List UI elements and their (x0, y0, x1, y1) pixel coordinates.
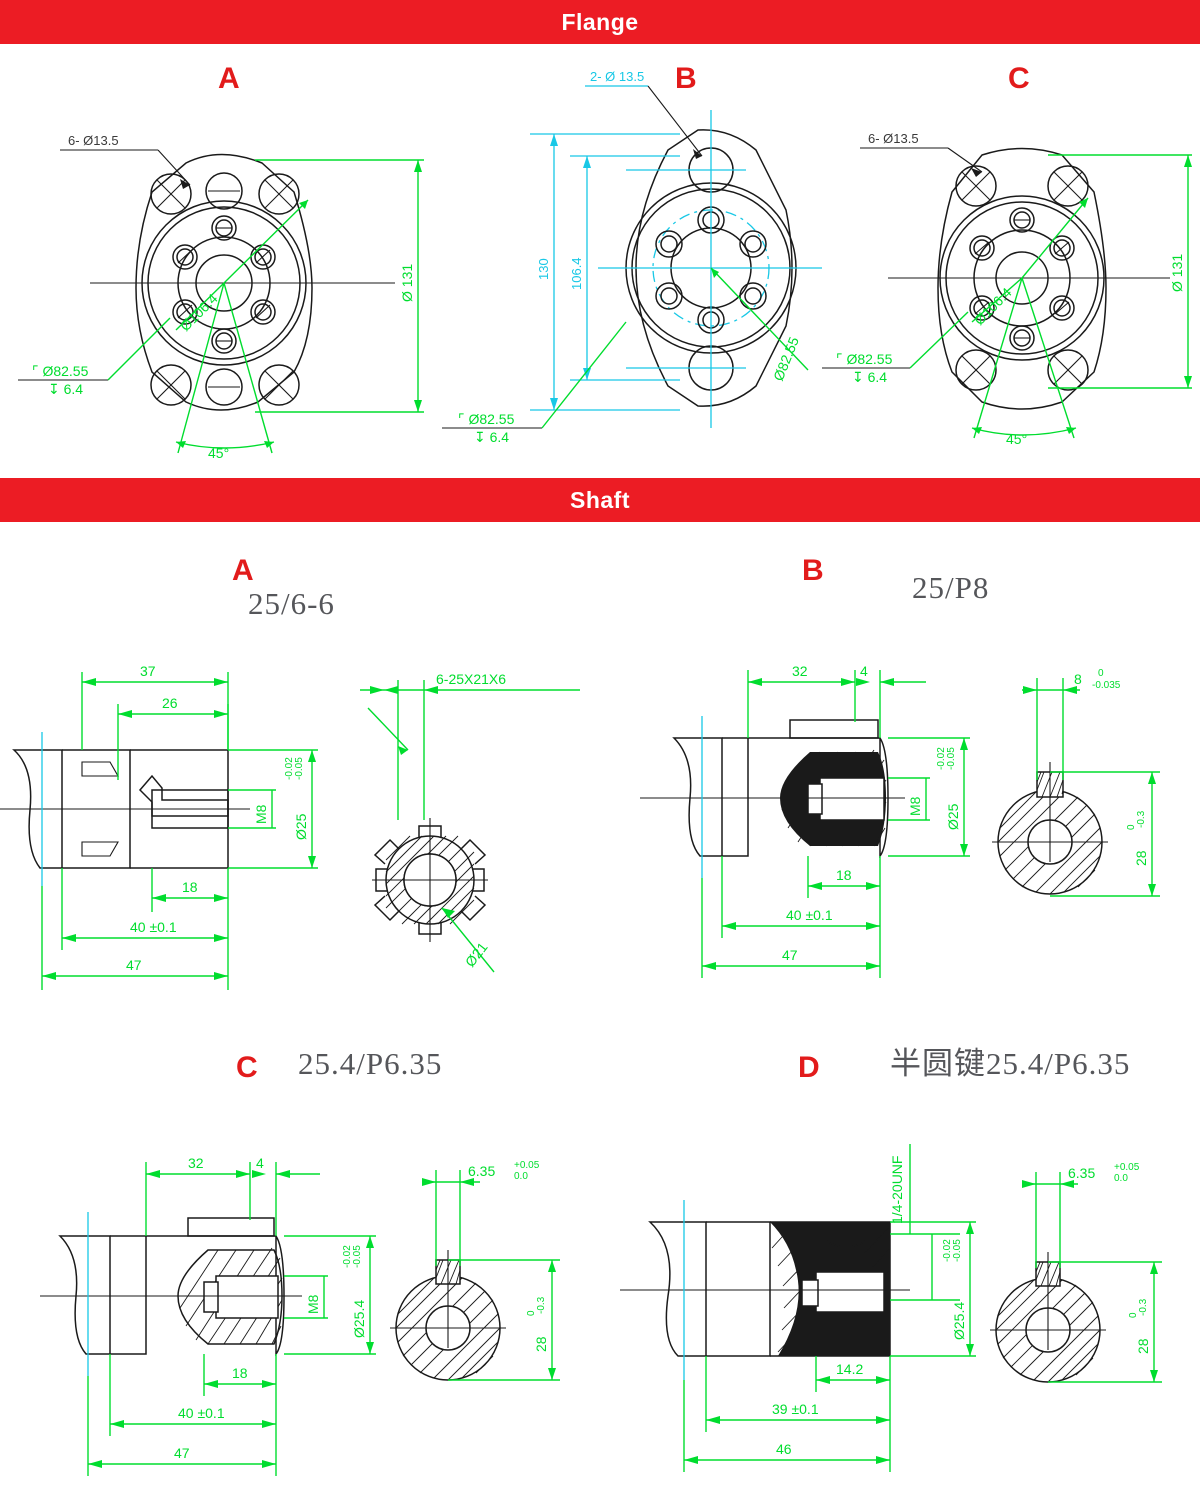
flange-a-outer-dia-label: Ø 131 (399, 264, 415, 302)
shaft-c-dim-40: 40 ±0.1 (178, 1405, 225, 1421)
shaft-b-thread-label: M8 (907, 796, 923, 816)
shaft-c-key-width: 6.35 (468, 1163, 495, 1179)
flange-c-letter: C (1008, 62, 1030, 95)
flange-variant-b: B 2- Ø 13.5 (430, 50, 830, 470)
shaft-a-dim-18: 18 (182, 879, 198, 895)
shaft-a-drawing: 37 26 M8 Ø25 -0.02 -0.05 18 40 ±0.1 47 (0, 663, 580, 990)
flange-variant-c: C (810, 50, 1200, 470)
shaft-b-key-height: 28 (1133, 850, 1149, 866)
section-header-shaft: Shaft (0, 478, 1200, 522)
flange-a-letter: A (218, 62, 240, 95)
shaft-c-dim-32: 32 (188, 1155, 204, 1171)
shaft-a-spline-label: 6-25X21X6 (436, 671, 506, 687)
shaft-d-letter: D (798, 1051, 820, 1084)
shaft-d-code: 半圆键25.4/P6.35 (890, 1046, 1131, 1081)
shaft-b-dia-label: Ø25 (945, 803, 961, 830)
shaft-a-minor-dia-label: Ø21 (462, 939, 491, 970)
shaft-variant-b: 32 4 M8 Ø25 -0.02 -0.05 18 40 ±0.1 47 (640, 650, 1200, 1020)
section-title-shaft: Shaft (570, 486, 630, 513)
shaft-c-dia-tol-upper: -0.02 (342, 1245, 353, 1268)
shaft-b-dim-32: 32 (792, 663, 808, 679)
section-title-flange: Flange (561, 8, 639, 35)
shaft-d-dia-tol-upper: -0.02 (942, 1239, 953, 1262)
shaft-d-key-tol-upper: +0.05 (1114, 1162, 1140, 1173)
shaft-c-key-height: 28 (533, 1336, 549, 1352)
shaft-b-key-h-tol-lower: -0.3 (1136, 810, 1147, 828)
shaft-b-key-tol-upper: 0 (1098, 668, 1104, 679)
shaft-b-drawing: 32 4 M8 Ø25 -0.02 -0.05 18 40 ±0.1 47 (640, 663, 1160, 978)
shaft-b-dim-47: 47 (782, 947, 798, 963)
shaft-c-thread-label: M8 (305, 1294, 321, 1314)
shaft-c-key-h-tol-lower: -0.3 (536, 1296, 547, 1314)
flange-c-counterbore-label: ⌜ Ø82.55 (836, 351, 893, 367)
shaft-b-letter: B (802, 554, 824, 587)
flange-c-depth-label: ↧ 6.4 (852, 369, 887, 385)
shaft-d-key-width: 6.35 (1068, 1165, 1095, 1181)
shaft-a-dim-26: 26 (162, 695, 178, 711)
shaft-d-dim-46: 46 (776, 1441, 792, 1457)
shaft-b-dim-18: 18 (836, 867, 852, 883)
shaft-variant-a: 37 26 M8 Ø25 -0.02 -0.05 18 40 ±0.1 47 (0, 650, 620, 1020)
shaft-c-dim-18: 18 (232, 1365, 248, 1381)
flange-b-letter: B (675, 62, 697, 95)
shaft-b-key-tol-lower: -0.035 (1092, 680, 1121, 691)
flange-b-drawing: 2- Ø 13.5 130 106.4 ⌜ Ø82.55 ↧ 6.4 Ø82.5… (442, 69, 822, 445)
flange-c-holes-label: 6- Ø13.5 (868, 131, 919, 146)
flange-a-counterbore-label: ⌜ Ø82.55 (32, 363, 89, 379)
shaft-d-key-h-tol-lower: -0.3 (1138, 1298, 1149, 1316)
shaft-c-dia-tol-lower: -0.05 (352, 1245, 363, 1268)
shaft-a-dia-tol-upper: -0.02 (284, 757, 295, 780)
shaft-a-thread-label: M8 (253, 804, 269, 824)
flange-c-angle-label: 45° (1006, 431, 1027, 447)
flange-b-bolt-circle-label: 106.4 (569, 257, 584, 290)
shaft-b-dia-tol-lower: -0.05 (946, 747, 957, 770)
shaft-d-dia-tol-lower: -0.05 (952, 1239, 963, 1262)
shaft-d-key-tol-lower: 0.0 (1114, 1173, 1128, 1184)
flange-c-drawing: 6- Ø13.5 Ø 131 Ø106.4 ⌜ Ø82.55 ↧ 6.4 45° (822, 131, 1192, 447)
shaft-a-dia-label: Ø25 (293, 813, 309, 840)
shaft-b-dim-40: 40 ±0.1 (786, 907, 833, 923)
shaft-d-dia-label: Ø25.4 (951, 1302, 967, 1340)
flange-a-drawing: 6- Ø13.5 Ø 131 Ø106.4 ⌜ Ø82.55 ↧ 6.4 45° (18, 133, 424, 461)
flange-c-outer-dia-label: Ø 131 (1169, 254, 1185, 292)
shaft-a-dim-47: 47 (126, 957, 142, 973)
shaft-b-dim-4: 4 (860, 663, 868, 679)
shaft-b-dia-tol-upper: -0.02 (936, 747, 947, 770)
flange-b-width-label: 130 (536, 258, 551, 280)
section-header-flange: Flange (0, 0, 1200, 44)
shaft-d-drawing: 1/4-20UNF Ø25.4 -0.02 -0.05 14.2 39 ±0.1… (620, 1144, 1162, 1472)
shaft-c-dia-label: Ø25.4 (351, 1300, 367, 1338)
flange-variant-a: A (0, 50, 440, 470)
shaft-d-thread-label: 1/4-20UNF (889, 1156, 905, 1224)
flange-b-counterbore-label: ⌜ Ø82.55 (458, 411, 515, 427)
shaft-c-key-h-tol-upper: 0 (526, 1310, 537, 1316)
flange-b-holes-label: 2- Ø 13.5 (590, 69, 644, 84)
flange-c-bolt-circle-label: Ø106.4 (971, 284, 1015, 328)
shaft-c-key-tol-upper: +0.05 (514, 1160, 540, 1171)
shaft-c-drawing: 32 4 M8 Ø25.4 -0.02 -0.05 18 40 ±0.1 47 (40, 1155, 560, 1476)
shaft-d-dim-39: 39 ±0.1 (772, 1401, 819, 1417)
shaft-b-key-width: 8 (1074, 671, 1082, 687)
shaft-d-key-height: 28 (1135, 1338, 1151, 1354)
shaft-c-code: 25.4/P6.35 (298, 1046, 443, 1081)
shaft-b-key-h-tol-upper: 0 (1126, 824, 1137, 830)
shaft-a-dim-37: 37 (140, 663, 156, 679)
shaft-a-dim-40: 40 ±0.1 (130, 919, 177, 935)
shaft-variant-d: 1/4-20UNF Ø25.4 -0.02 -0.05 14.2 39 ±0.1… (620, 1140, 1200, 1510)
flange-a-depth-label: ↧ 6.4 (48, 381, 83, 397)
shaft-d-dim-14: 14.2 (836, 1361, 863, 1377)
shaft-c-dim-4: 4 (256, 1155, 264, 1171)
shaft-b-code: 25/P8 (912, 570, 990, 605)
shaft-c-key-tol-lower: 0.0 (514, 1171, 528, 1182)
flange-b-depth-label: ↧ 6.4 (474, 429, 509, 445)
shaft-d-key-h-tol-upper: 0 (1128, 1312, 1139, 1318)
shaft-variant-c: 32 4 M8 Ø25.4 -0.02 -0.05 18 40 ±0.1 47 (40, 1140, 640, 1510)
shaft-c-dim-47: 47 (174, 1445, 190, 1461)
shaft-a-dia-tol-lower: -0.05 (294, 757, 305, 780)
shaft-a-letter: A (232, 554, 254, 587)
shaft-a-code: 25/6-6 (248, 586, 335, 621)
flange-a-holes-label: 6- Ø13.5 (68, 133, 119, 148)
flange-a-angle-label: 45° (208, 445, 229, 461)
shaft-c-letter: C (236, 1051, 258, 1084)
